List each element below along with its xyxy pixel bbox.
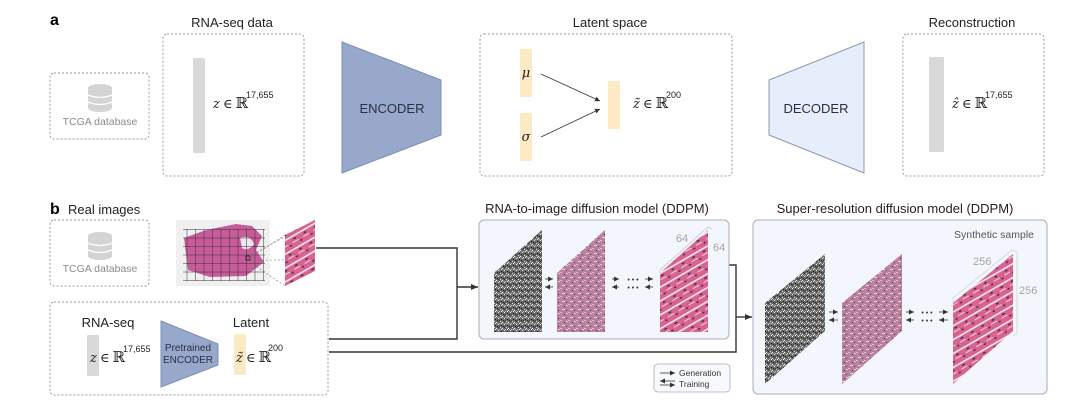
- mu-arrow: [540, 73, 601, 102]
- sigma-arrow: [540, 108, 601, 138]
- tile-grid: [183, 229, 265, 281]
- ellipsis: • • •: [921, 310, 933, 317]
- rna-seq-box: [162, 33, 305, 177]
- pretrained-encoder-block: [160, 320, 219, 388]
- reconstruction-box: [902, 33, 1045, 177]
- encoder-label: ENCODER: [359, 101, 424, 116]
- tcga-label: TCGA database: [63, 263, 138, 275]
- decoder-block: [768, 41, 865, 174]
- ddpm1-step-arrows: • • • • • •: [545, 276, 653, 292]
- whole-slide-image: [176, 220, 270, 286]
- rna-vector-bar-b: [87, 335, 99, 376]
- rna-dim-b: 17,655: [123, 344, 151, 354]
- latent-space-box: [479, 33, 733, 177]
- image-edge: [659, 226, 713, 273]
- image-edge: [952, 249, 1018, 337]
- panel-a-label: a: [50, 12, 59, 29]
- tissue-patch: [285, 220, 315, 286]
- latent-space-title: Latent space: [573, 15, 647, 30]
- rna-seq-data-title: RNA-seq data: [191, 15, 273, 30]
- latent-formula-b: z̃∈ℝ: [235, 348, 271, 366]
- recon-formula: ẑ∈ℝ: [951, 94, 987, 112]
- partial-denoised-ddpm2: [842, 254, 902, 384]
- latent-bar-b: [234, 334, 246, 375]
- database-icon: [87, 84, 113, 112]
- mu-bar: [520, 49, 532, 97]
- merge-connector: [316, 247, 458, 340]
- ellipsis: • • •: [921, 318, 933, 325]
- latent-to-sr-connector: [329, 317, 737, 353]
- rna-vector-bar: [193, 58, 205, 153]
- decoder-label: DECODER: [783, 101, 848, 116]
- reconstruction-title: Reconstruction: [929, 15, 1016, 30]
- recon-vector-bar: [929, 57, 944, 152]
- latent-formula: z̃∈ℝ: [632, 94, 668, 112]
- legend: Generation Training: [653, 363, 731, 393]
- tcga-label: TCGA database: [63, 116, 138, 128]
- latent-dim-b: 200: [268, 343, 283, 353]
- noise-image-ddpm2: [765, 254, 825, 384]
- legend-training: Training: [679, 379, 710, 389]
- panel-b-label: b: [50, 201, 60, 218]
- ddpm2-dim-width: 256: [973, 256, 991, 268]
- noise-image-ddpm1: [494, 230, 542, 332]
- conditioning-box: [49, 301, 329, 396]
- mu-label: μ: [522, 66, 530, 81]
- tcga-database-a: TCGA database: [49, 72, 150, 140]
- latent-z-bar: [608, 81, 620, 129]
- latent-dim: 200: [666, 90, 681, 100]
- tcga-database-b: TCGA database: [49, 219, 150, 287]
- ddpm1-dim-height: 64: [713, 242, 725, 254]
- rna-seq-label: RNA-seq: [82, 315, 135, 330]
- synthetic-sample-label: Synthetic sample: [954, 229, 1034, 241]
- rna-dim: 17,655: [246, 90, 274, 100]
- ellipsis: • • •: [627, 277, 639, 284]
- ellipsis: • • •: [627, 285, 639, 292]
- rna-formula: z∈ℝ: [212, 94, 248, 112]
- rna-formula-b: z∈ℝ: [89, 348, 125, 366]
- database-icon: [87, 232, 113, 260]
- sigma-label: σ: [522, 130, 532, 145]
- partial-denoised-ddpm1: [557, 230, 605, 332]
- recon-dim: 17,655: [985, 90, 1013, 100]
- encoder-block: [341, 41, 442, 174]
- ddpm1-dim-width: 64: [676, 233, 688, 245]
- generated-256-image: [953, 254, 1013, 384]
- generated-64-image: [660, 230, 708, 332]
- tcga-box: [49, 219, 150, 287]
- latent-label: Latent: [233, 315, 270, 330]
- legend-generation: Generation: [679, 368, 721, 378]
- ddpm2-dim-height: 256: [1019, 285, 1037, 297]
- ddpm2-step-arrows: • • • • • •: [829, 309, 948, 325]
- real-images-title: Real images: [68, 202, 141, 217]
- ddpm2-title: Super-resolution diffusion model (DDPM): [777, 201, 1014, 216]
- tcga-box: [49, 72, 150, 140]
- ddpm1-title: RNA-to-image diffusion model (DDPM): [485, 201, 709, 216]
- sigma-bar: [520, 113, 532, 161]
